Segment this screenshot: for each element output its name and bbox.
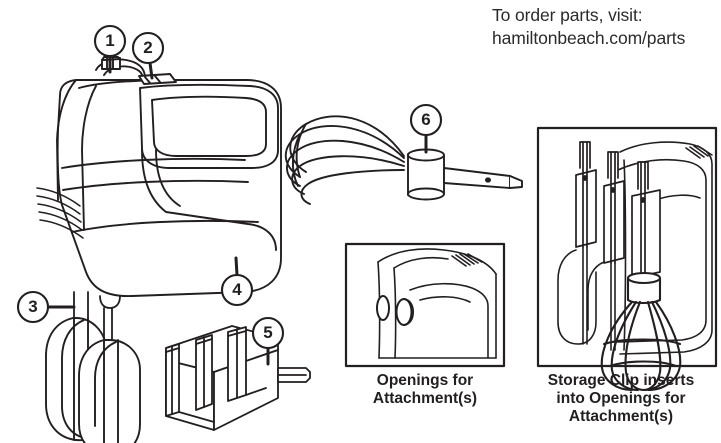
inset-storage-caption-line3: Attachment(s) <box>568 408 674 425</box>
inset-storage-caption: Storage Clip inserts into Openings for A… <box>528 372 714 426</box>
beater-shafts <box>73 291 121 341</box>
whisk-illustration <box>284 115 523 205</box>
mixer-body-illustration <box>36 56 282 341</box>
beaters-illustration <box>45 317 141 443</box>
callout-1-number: 1 <box>105 31 115 50</box>
inset-storage-panel <box>536 126 718 392</box>
callout-2-marker <box>93 24 127 74</box>
vent-slots <box>36 187 84 239</box>
inset-storage-caption-line2: into Openings for <box>556 390 686 407</box>
inset-openings-caption-line1: Openings for <box>376 372 474 389</box>
attachment-openings <box>376 295 414 326</box>
storage-clip-inset <box>575 169 661 279</box>
callout-1-marker <box>131 31 165 80</box>
order-parts-line1: To order parts, visit: <box>492 5 643 25</box>
callout-6-number: 6 <box>421 110 431 129</box>
callout-markers <box>16 24 443 366</box>
callout-4-number: 4 <box>232 280 242 299</box>
callout-2-number: 2 <box>143 38 153 57</box>
inset-openings-caption-line2: Attachment(s) <box>372 390 478 407</box>
callout-3-number: 3 <box>28 297 38 316</box>
speed-slider-switch <box>138 73 177 85</box>
callout-3-marker <box>16 290 76 324</box>
storage-clip-illustration <box>165 325 311 431</box>
inset-storage-caption-line1: Storage Clip inserts <box>547 372 695 389</box>
callout-4-marker <box>220 256 254 307</box>
callout-5-number: 5 <box>263 323 273 342</box>
callout-5-marker <box>251 316 285 366</box>
order-parts-text: To order parts, visit: hamiltonbeach.com… <box>492 4 685 50</box>
inset-openings-panel <box>344 242 506 368</box>
callout-6-marker <box>409 103 443 154</box>
inset-openings-caption: Openings for Attachment(s) <box>345 372 505 408</box>
order-parts-line2: hamiltonbeach.com/parts <box>492 28 686 48</box>
